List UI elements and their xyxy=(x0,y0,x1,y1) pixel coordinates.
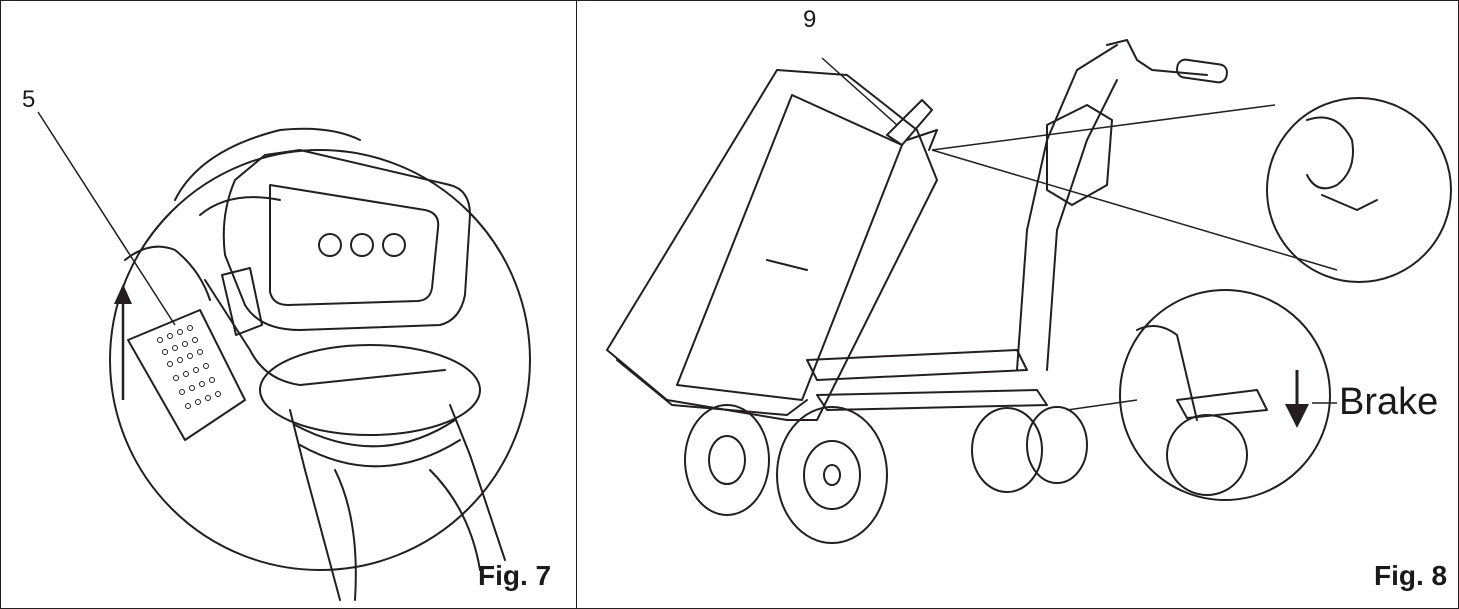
hand-outline-top xyxy=(174,127,361,201)
figure-7-panel: 5 Fig. 7 xyxy=(0,0,576,609)
knurl-ring-bottom xyxy=(299,439,461,468)
figure-8-panel: 9 Brake Fig. 8 xyxy=(577,0,1459,609)
callout-5-leader xyxy=(37,111,176,326)
indicator-light-2 xyxy=(350,233,374,257)
brake-arrow-head xyxy=(1285,404,1309,428)
housing-lower-edge xyxy=(204,279,446,386)
detail-fork xyxy=(1136,325,1198,421)
figure-8-drawing xyxy=(606,39,1452,544)
caster-wheel-right xyxy=(1026,406,1088,484)
throttle-dot-grid xyxy=(157,325,221,409)
handle-column-front xyxy=(1016,44,1118,371)
detail-caster-wheel xyxy=(1166,414,1248,496)
rear-wheel-right-hub xyxy=(823,464,841,486)
knurl-ring-top xyxy=(294,419,456,448)
handlebar xyxy=(1106,39,1208,76)
dump-bin xyxy=(606,69,938,421)
detail-brake-pedal xyxy=(1176,389,1268,419)
grip-sides xyxy=(289,404,471,471)
detail-circle xyxy=(109,149,531,571)
caster-wheel-left xyxy=(971,407,1043,493)
brake-detail-circle xyxy=(1119,289,1331,501)
detail-hand xyxy=(1306,116,1354,190)
callout-9-leader xyxy=(821,57,898,126)
lever-detail-circle xyxy=(1266,97,1452,283)
panel-divider xyxy=(576,0,577,609)
fig-8-label: Fig. 8 xyxy=(1374,560,1448,591)
rear-wheel-left xyxy=(684,404,770,516)
grip-body xyxy=(304,454,506,601)
display-panel xyxy=(269,184,440,306)
detail-lever xyxy=(1321,194,1378,211)
callout-9: 9 xyxy=(803,6,817,33)
hand-outline-left xyxy=(124,245,211,301)
rear-wheel-right xyxy=(776,406,888,544)
lever-zoom-line-2 xyxy=(931,149,1338,271)
brake-label: Brake xyxy=(1339,381,1439,423)
callout-5: 5 xyxy=(22,86,36,113)
handlebar-grip xyxy=(1176,58,1228,84)
fig-7-label: Fig. 7 xyxy=(478,560,552,591)
release-lever-trigger xyxy=(906,129,938,151)
hand-outline-mid xyxy=(199,196,281,216)
brake-zoom-line xyxy=(1066,399,1138,411)
grip-collar xyxy=(259,344,481,436)
rear-wheel-left-hub xyxy=(708,435,746,485)
throttle-pad xyxy=(127,309,246,441)
handle-column-back xyxy=(1046,79,1118,371)
side-clip xyxy=(221,267,263,336)
release-lever-grip xyxy=(886,99,933,146)
chassis-rail-bottom xyxy=(816,389,1048,411)
grip-pattern xyxy=(334,469,481,601)
dump-bin-inner xyxy=(676,94,903,401)
rear-wheel-right-rim xyxy=(803,440,861,510)
indicator-light-3 xyxy=(382,233,406,257)
battery-pack xyxy=(1046,104,1113,206)
chassis-rail-top xyxy=(806,349,1028,381)
control-housing xyxy=(222,149,471,331)
dump-bin-rim xyxy=(616,359,808,416)
direction-arrow-head xyxy=(114,284,132,304)
dump-bin-rib xyxy=(766,259,808,271)
indicator-light-1 xyxy=(318,233,342,257)
figure-7-drawing xyxy=(37,111,531,601)
lever-zoom-line-1 xyxy=(931,104,1276,151)
